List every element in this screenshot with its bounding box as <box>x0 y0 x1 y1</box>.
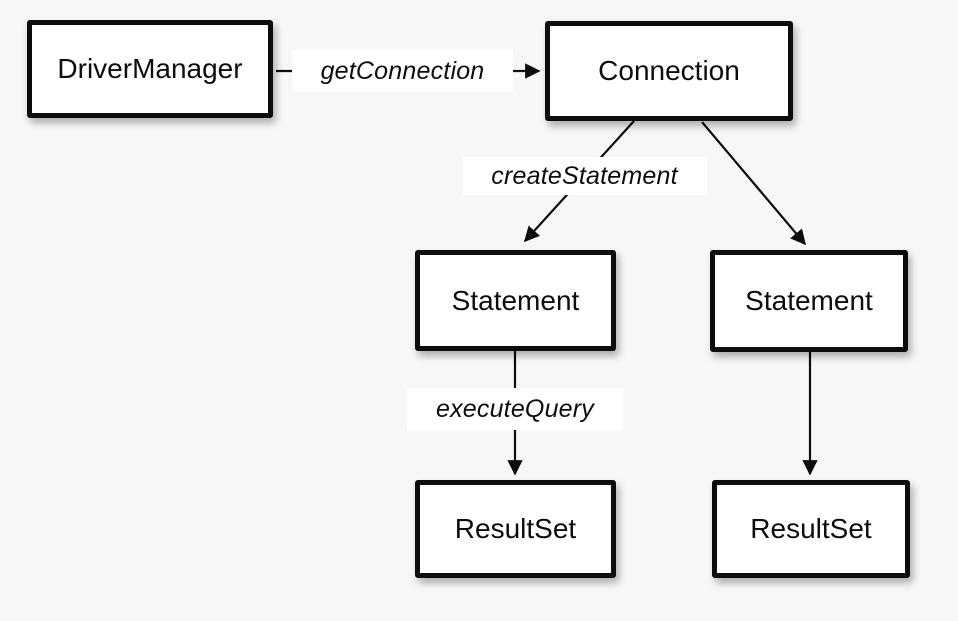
node-statement-left: Statement <box>415 250 616 351</box>
node-resultset-right: ResultSet <box>712 480 910 578</box>
edge-label-getconnection: getConnection <box>292 50 513 92</box>
node-label: Statement <box>745 285 873 316</box>
node-drivermanager: DriverManager <box>27 20 273 118</box>
node-label: Connection <box>598 55 740 86</box>
edge-label-executequery: executeQuery <box>407 388 623 430</box>
node-resultset-left: ResultSet <box>415 480 616 578</box>
node-label: ResultSet <box>454 513 577 544</box>
node-label: Statement <box>451 284 580 316</box>
edge-label-text: createStatement <box>491 161 678 190</box>
node-statement-right: Statement <box>710 250 908 352</box>
edge-label-text: getConnection <box>320 56 485 85</box>
node-label: ResultSet <box>750 513 872 544</box>
node-label: DriverManager <box>57 53 243 84</box>
edge-connection-statement-right-arrow <box>701 121 806 246</box>
edge-label-text: executeQuery <box>435 394 595 423</box>
edge-label-createstatement: createStatement <box>462 157 707 195</box>
node-connection: Connection <box>545 21 793 121</box>
